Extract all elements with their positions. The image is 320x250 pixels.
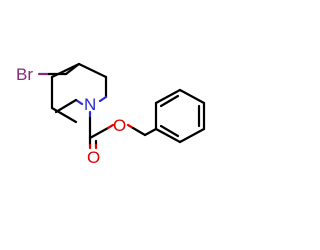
bond-oester-ch2 bbox=[131, 126, 147, 137]
ring-bond-c4-c3 bbox=[77, 62, 108, 79]
bond-ch2-phenyl bbox=[143, 127, 158, 137]
ring-bond-n-c6 bbox=[74, 98, 84, 106]
bond-c-oester-red bbox=[106, 123, 115, 130]
atom-bromine: Br bbox=[16, 65, 33, 84]
atom-ester-oxygen: O bbox=[113, 116, 126, 135]
atom-carbonyl-oxygen: O bbox=[87, 148, 100, 167]
ring-bond-c2-n bbox=[98, 95, 108, 103]
ph-bond-6 bbox=[154, 127, 182, 144]
phenyl-ring bbox=[154, 88, 206, 144]
ph-double-1 bbox=[159, 94, 180, 108]
molecule-diagram: Br N O O bbox=[16, 62, 206, 167]
structure-canvas: Br N O O bbox=[16, 62, 206, 167]
ph-bond-2 bbox=[154, 88, 182, 105]
carbamate-group bbox=[88, 110, 158, 150]
ring-bond-c6-c1 bbox=[50, 106, 78, 124]
ring-bond-c6-c5-short bbox=[54, 98, 78, 114]
ph-double-3 bbox=[159, 124, 180, 138]
ring-bond-c4-c5 bbox=[50, 62, 81, 79]
ph-bond-5 bbox=[178, 127, 206, 144]
piperidine-ring bbox=[50, 62, 108, 124]
bond-c-oester bbox=[88, 126, 110, 140]
atom-nitrogen: N bbox=[84, 95, 96, 114]
ph-bond-3 bbox=[178, 88, 206, 105]
